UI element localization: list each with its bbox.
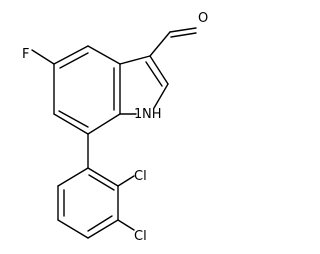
bond-cho-o-1	[169, 27, 197, 33]
bond-c3a-c4	[87, 45, 121, 65]
bond-c3-cho	[149, 31, 171, 57]
bond-c3p-c4p-double	[87, 215, 113, 232]
bond-c4-c5	[53, 45, 89, 65]
molecule-structure: O F 1 NH Cl Cl	[22, 11, 208, 244]
bond-c3-c3a	[119, 55, 151, 65]
bond-c3-c2-double	[145, 61, 163, 87]
atom-labels: O F 1 NH Cl Cl	[22, 11, 208, 244]
pyrrole-ring	[119, 55, 169, 115]
bond-c3-c2	[149, 55, 169, 85]
nh-label: NH	[142, 107, 162, 122]
dichlorophenyl-ring	[57, 133, 135, 239]
indole-benzene-ring	[31, 45, 121, 135]
bond-c6-c7	[53, 113, 89, 135]
bond-c3p-c4p	[87, 219, 119, 239]
chlorine-label-upper: Cl	[134, 169, 147, 184]
chlorine-label-lower: Cl	[134, 229, 147, 244]
fluorine-label: F	[22, 47, 29, 62]
bond-cho-o-2	[170, 32, 197, 38]
bond-c6-c7-double	[58, 110, 89, 128]
aldehyde-group	[149, 27, 197, 57]
bond-c2-n1	[153, 83, 169, 109]
nh-prefix-label: 1	[134, 107, 142, 122]
bond-c1p-c2p	[87, 167, 119, 187]
bond-c5-f	[31, 49, 55, 65]
bond-c4-c5-double	[59, 52, 89, 69]
bond-c2p-cl	[117, 175, 135, 187]
bond-c1p-c2p-double	[88, 174, 115, 191]
bond-c4p-c5p	[57, 219, 89, 239]
oxygen-label: O	[198, 11, 208, 26]
bond-c7-c7a	[87, 113, 121, 135]
bond-c3p-cl	[117, 219, 135, 231]
bond-c6p-c1p	[57, 167, 89, 187]
